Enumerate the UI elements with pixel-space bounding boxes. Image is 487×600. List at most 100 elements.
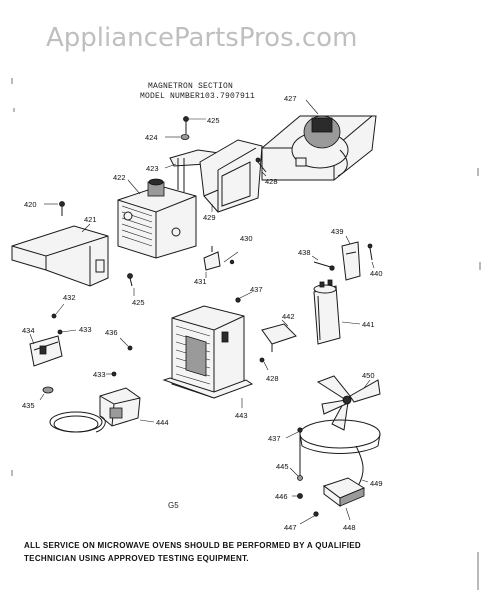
figure-code: G5 — [168, 501, 179, 510]
callout-438: 438 — [298, 248, 311, 257]
callout-436: 436 — [105, 328, 118, 337]
leader-427 — [305, 99, 319, 115]
callout-428a: 428 — [265, 177, 278, 186]
part-429-air-duct — [199, 139, 263, 213]
leader-436 — [119, 337, 129, 347]
callout-427: 427 — [284, 94, 297, 103]
callout-442: 442 — [282, 312, 295, 321]
leader-438 — [311, 255, 319, 261]
leader-450 — [363, 379, 371, 389]
part-435-washer — [42, 386, 54, 394]
callout-439: 439 — [331, 227, 344, 236]
callout-450: 450 — [362, 371, 375, 380]
leader-432 — [55, 303, 65, 315]
callout-425b: 425 — [132, 298, 145, 307]
callout-430: 430 — [240, 234, 253, 243]
leader-440 — [371, 261, 375, 269]
part-440-screw — [367, 243, 373, 261]
service-note-line-1: ALL SERVICE ON MICROWAVE OVENS SHOULD BE… — [24, 541, 361, 550]
part-437-screw-b — [297, 427, 303, 476]
part-422-magnetron — [117, 178, 197, 259]
part-446-nut — [297, 493, 303, 499]
part-427-blower-motor — [261, 115, 377, 181]
margin-mark — [11, 78, 15, 476]
part-450-fan-blade — [316, 375, 381, 431]
part-436-screw — [127, 345, 133, 351]
callout-437b: 437 — [268, 434, 281, 443]
part-443-transformer — [162, 305, 254, 399]
part-433-screw — [57, 329, 63, 335]
leader-422 — [127, 179, 141, 195]
callout-441: 441 — [362, 320, 375, 329]
callout-445: 445 — [276, 462, 289, 471]
callout-429: 429 — [203, 213, 216, 222]
leader-441 — [341, 321, 361, 325]
leader-423 — [164, 163, 177, 169]
callout-431: 431 — [194, 277, 207, 286]
leader-447 — [299, 515, 315, 525]
part-442-bracket — [261, 323, 297, 352]
leader-428b — [263, 361, 269, 371]
part-428-screw — [255, 157, 267, 173]
part-430-screw — [229, 259, 235, 265]
callout-425a: 425 — [207, 116, 220, 125]
service-note-line-2: TECHNICIAN USING APPROVED TESTING EQUIPM… — [24, 554, 249, 563]
callout-448: 448 — [343, 523, 356, 532]
part-444-motor — [49, 387, 141, 433]
leader-437a — [239, 291, 253, 299]
callout-421: 421 — [84, 215, 97, 224]
leader-434 — [29, 333, 35, 345]
margin-mark — [477, 168, 481, 590]
callout-446: 446 — [275, 492, 288, 501]
part-439-capacitor-bracket — [341, 241, 361, 281]
callout-449: 449 — [370, 479, 383, 488]
part-425-screw — [183, 116, 189, 134]
leader-437b — [285, 431, 299, 439]
leader-448 — [345, 507, 351, 521]
part-447-screw — [313, 511, 319, 517]
part-425-screw-lower — [127, 273, 133, 287]
part-449-fan-shroud — [299, 419, 381, 487]
leader-428a — [261, 171, 267, 177]
callout-433a: 433 — [79, 325, 92, 334]
watermark-text: AppliancePartsPros.com — [46, 23, 357, 53]
leader-435 — [39, 393, 45, 401]
leader-433a — [61, 329, 77, 333]
part-424-washer — [180, 134, 190, 140]
callout-424: 424 — [145, 133, 158, 142]
callout-447: 447 — [284, 523, 297, 532]
leader-445 — [289, 467, 299, 477]
leader-439 — [345, 235, 351, 245]
callout-422: 422 — [113, 173, 126, 182]
callout-443: 443 — [235, 411, 248, 420]
model-number: MODEL NUMBER103.7907911 — [140, 92, 255, 101]
part-448-fan-motor — [322, 477, 366, 507]
callout-434: 434 — [22, 326, 35, 335]
part-421-waveguide — [11, 225, 109, 287]
part-434-fuse-holder — [29, 335, 63, 367]
part-432-screw — [51, 313, 57, 319]
part-441-capacitor — [313, 279, 341, 345]
leader-444 — [139, 419, 155, 423]
callout-435: 435 — [22, 401, 35, 410]
callout-428b: 428 — [266, 374, 279, 383]
callout-440: 440 — [370, 269, 383, 278]
callout-437a: 437 — [250, 285, 263, 294]
callout-433b: 433 — [93, 370, 106, 379]
callout-423: 423 — [146, 164, 159, 173]
part-431-thermal-cutout — [203, 246, 221, 271]
part-437-screw — [235, 297, 241, 303]
leader-430 — [223, 251, 239, 263]
leader-449 — [361, 479, 369, 483]
part-428-screw-lower — [259, 357, 265, 363]
callout-444: 444 — [156, 418, 169, 427]
callout-432: 432 — [63, 293, 76, 302]
section-title: MAGNETRON SECTION — [148, 82, 233, 91]
part-438-screw — [313, 261, 335, 271]
leader-421 — [81, 223, 91, 233]
part-433-screw-b — [111, 371, 117, 377]
callout-420: 420 — [24, 200, 37, 209]
part-420-screw — [59, 201, 65, 216]
part-445-washer — [297, 475, 303, 481]
